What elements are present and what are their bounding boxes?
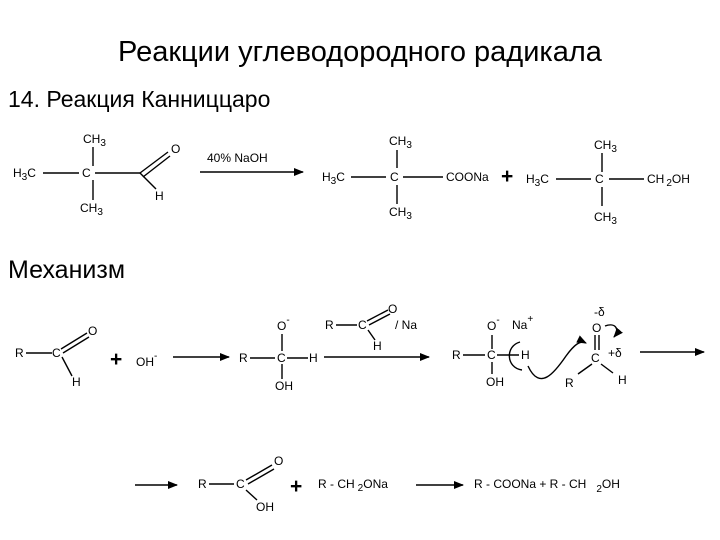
product2-ch3-top: CH3 bbox=[594, 138, 617, 155]
svg-text:+δ: +δ bbox=[608, 346, 622, 360]
svg-text:H: H bbox=[72, 375, 81, 389]
mechanism-carboxylic-acid: R C O OH bbox=[198, 454, 283, 514]
svg-text:R: R bbox=[239, 351, 248, 365]
product1-h3c: H3C bbox=[322, 170, 345, 187]
svg-text:R: R bbox=[15, 346, 24, 360]
mechanism-alkoxide-intermediate: O- R C H OH bbox=[239, 315, 318, 393]
svg-text:-δ: -δ bbox=[594, 305, 605, 319]
mechanism-plus-1: + bbox=[110, 348, 122, 371]
product2-central-c: C bbox=[595, 172, 604, 186]
svg-text:C: C bbox=[277, 351, 286, 365]
svg-text:H: H bbox=[309, 351, 318, 365]
svg-text:C: C bbox=[358, 318, 367, 332]
hydroxide-ion: OH- bbox=[136, 351, 157, 369]
reactant-ch3-bottom: CH3 bbox=[80, 201, 103, 218]
product2-h3c: H3C bbox=[526, 172, 549, 189]
mechanism-aldehyde-reagent: R C O H / Na bbox=[325, 302, 417, 353]
svg-text:O-: O- bbox=[277, 315, 290, 333]
svg-text:OH: OH bbox=[256, 500, 274, 514]
svg-text:OH: OH bbox=[486, 375, 504, 389]
reactant-o: O bbox=[171, 142, 180, 156]
product1-coona: COONa bbox=[446, 170, 489, 184]
product1-central-c: C bbox=[390, 170, 399, 184]
mechanism-hydride-transfer: O- Na+ R C H OH -δ O C +δ R H bbox=[452, 305, 627, 390]
reactant-h3c: H3C bbox=[13, 166, 36, 183]
svg-text:C: C bbox=[52, 346, 61, 360]
mechanism-plus-2: + bbox=[290, 475, 302, 498]
reactant-h: H bbox=[155, 189, 164, 203]
svg-text:/ Na: / Na bbox=[395, 318, 417, 332]
svg-text:Na+: Na+ bbox=[512, 314, 533, 332]
reactant-central-c: C bbox=[82, 166, 91, 180]
reaction-heading: 14. Реакция Канниццаро bbox=[8, 86, 271, 112]
curved-arrow-bond bbox=[508, 341, 523, 371]
svg-text:H: H bbox=[521, 348, 530, 362]
svg-text:H: H bbox=[618, 373, 627, 387]
product1-ch3-top: CH3 bbox=[389, 134, 412, 151]
mechanism-aldehyde: R C O H bbox=[15, 324, 97, 389]
reagent-label: 40% NaOH bbox=[207, 151, 268, 165]
svg-text:H: H bbox=[373, 339, 382, 353]
svg-text:R: R bbox=[325, 318, 334, 332]
product2-ch3-bottom: CH3 bbox=[594, 210, 617, 227]
svg-text:O: O bbox=[592, 321, 601, 335]
svg-text:R: R bbox=[452, 348, 461, 362]
product-sodium-pivalate: CH3 H3C C CH3 COONa bbox=[322, 134, 489, 222]
svg-text:C: C bbox=[236, 477, 245, 491]
curved-arrow-carbonyl bbox=[604, 324, 623, 338]
svg-text:R: R bbox=[565, 376, 574, 390]
svg-text:O-: O- bbox=[487, 315, 500, 333]
slide-title: Реакции углеводородного радикала bbox=[118, 36, 602, 68]
curved-arrow-hydride bbox=[527, 335, 587, 380]
svg-text:O: O bbox=[88, 324, 97, 338]
svg-text:C: C bbox=[487, 348, 496, 362]
mechanism-heading: Механизм bbox=[8, 256, 126, 284]
svg-text:O: O bbox=[388, 302, 397, 316]
svg-text:O: O bbox=[274, 454, 283, 468]
svg-text:C: C bbox=[591, 351, 600, 365]
svg-text:R: R bbox=[198, 477, 207, 491]
svg-text:OH: OH bbox=[275, 379, 293, 393]
product1-ch3-bottom: CH3 bbox=[389, 205, 412, 222]
reaction-plus: + bbox=[501, 165, 513, 188]
reactant-ch3-top: CH3 bbox=[83, 132, 106, 149]
reactant-pivaldehyde: CH3 H3C C CH3 O H bbox=[13, 132, 180, 218]
